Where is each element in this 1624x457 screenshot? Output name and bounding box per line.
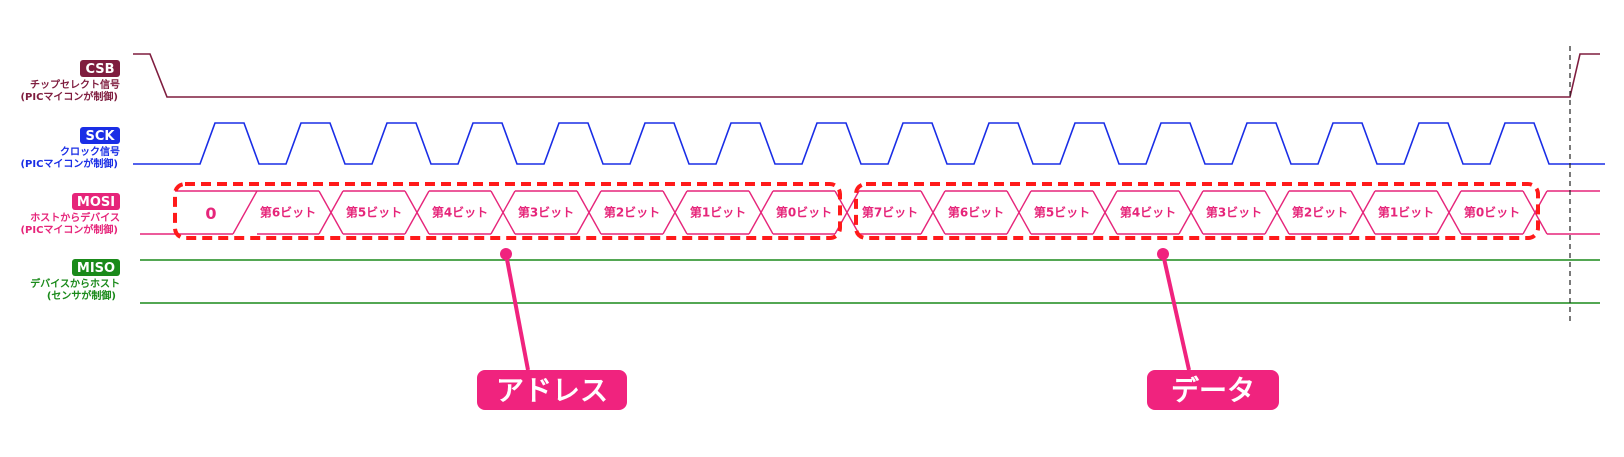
csb-waveform [133, 53, 1600, 98]
mosi-start-transition [232, 190, 258, 235]
mosi-start-bit-label: 0 [205, 204, 216, 223]
sck-waveform [133, 122, 1605, 165]
mosi-bit-transition [1092, 190, 1118, 235]
miso-desc: デバイスからホスト [30, 277, 120, 290]
mosi-bit-label: 第5ビット [1034, 205, 1090, 220]
mosi-bit-label: 第5ビット [346, 205, 402, 220]
address-callout-pointer [500, 248, 530, 371]
mosi-bit-label: 第0ビット [776, 205, 832, 220]
miso-badge [72, 259, 120, 276]
mosi-bit-transition [662, 190, 688, 235]
data-callout: データ [1147, 370, 1279, 410]
mosi-bit-transition [1436, 190, 1462, 235]
mosi-bit-label: 第3ビット [518, 205, 574, 220]
address-callout: アドレス [477, 370, 627, 410]
mosi-desc-controller: (PICマイコンが制御) [20, 223, 118, 236]
miso-name: MISO [77, 261, 115, 276]
mosi-name: MOSI [77, 195, 115, 210]
mosi-bit-transition [1006, 190, 1032, 235]
mosi-bit-label: 第3ビット [1206, 205, 1262, 220]
mosi-bit-transition [1264, 190, 1290, 235]
mosi-bit-label: 第6ビット [948, 205, 1004, 220]
sck-label: SCK クロック信号 (PICマイコンが制御) [20, 127, 120, 170]
data-callout-text: データ [1171, 374, 1255, 407]
csb-badge [80, 60, 120, 77]
mosi-bit-transition [490, 190, 516, 235]
mosi-bit-label: 第2ビット [604, 205, 660, 220]
mosi-bit-transition [404, 190, 430, 235]
mosi-bit-transition [1178, 190, 1204, 235]
sck-name: SCK [86, 129, 116, 144]
mosi-desc: ホストからデバイス [30, 211, 120, 224]
mosi-bit-label: 第0ビット [1464, 205, 1520, 220]
miso-desc-controller: (センサが制御) [47, 289, 116, 302]
mosi-badge [72, 193, 120, 210]
mosi-bit-label: 第4ビット [1120, 205, 1176, 220]
address-highlight-box [173, 182, 842, 240]
mosi-bit-label: 第6ビット [260, 205, 316, 220]
csb-name: CSB [85, 62, 114, 77]
mosi-bit-label: 第1ビット [1378, 205, 1434, 220]
miso-label: MISO デバイスからホスト (センサが制御) [30, 259, 120, 302]
mosi-bit-transition [1350, 190, 1376, 235]
data-highlight-box [854, 182, 1540, 240]
mosi-bit-transition [318, 190, 344, 235]
mosi-waveform: 第6ビット 第5ビット 第4ビット 第3ビット 第2ビット 第1ビット 第0ビット 第7ビット… [140, 190, 1600, 235]
data-callout-pointer [1157, 248, 1191, 371]
sck-desc-controller: (PICマイコンが制御) [20, 157, 118, 170]
mosi-bit-transition [1522, 190, 1548, 235]
csb-desc: チップセレクト信号 [30, 78, 120, 91]
address-callout-text: アドレス [496, 374, 608, 407]
mosi-bit-label: 第1ビット [690, 205, 746, 220]
sck-badge [80, 127, 120, 144]
mosi-label: MOSI ホストからデバイス (PICマイコンが制御) [20, 193, 120, 236]
mosi-bit-label: 第4ビット [432, 205, 488, 220]
mosi-bit-label: 第7ビット [862, 205, 918, 220]
mosi-bit-transition [920, 190, 946, 235]
sck-desc: クロック信号 [60, 145, 120, 158]
csb-desc-controller: (PICマイコンが制御) [20, 90, 118, 103]
csb-label: CSB チップセレクト信号 (PICマイコンが制御) [20, 60, 120, 103]
mosi-bit-transition [748, 190, 774, 235]
mosi-bit-transition [576, 190, 602, 235]
mosi-bit-label: 第2ビット [1292, 205, 1348, 220]
